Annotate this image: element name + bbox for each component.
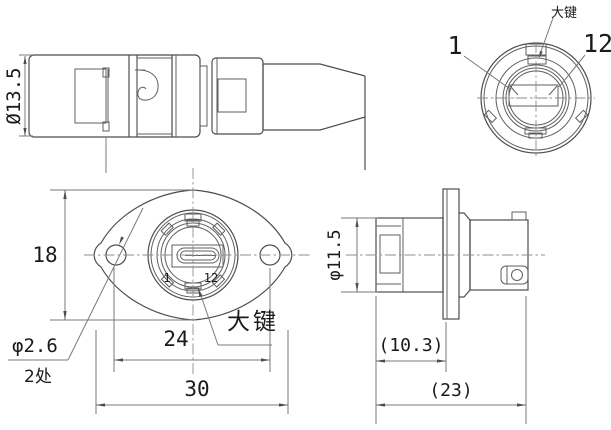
contact-12-mark: 12 xyxy=(204,271,218,285)
big-key-label-front: 大键 xyxy=(227,309,279,335)
plug-boot xyxy=(263,63,366,131)
side-screw xyxy=(511,269,523,281)
flange-plate-side xyxy=(442,188,460,320)
plug-side-view: Ø13.5 xyxy=(3,54,366,173)
contact-12-callout: 12 xyxy=(583,29,611,58)
hole-spacing-dim-text: 24 xyxy=(163,327,188,351)
height-dim-text: 18 xyxy=(32,243,57,267)
big-key-label-top: 大键 xyxy=(551,6,577,21)
receptacle-front-view: 1 12 18 24 30 xyxy=(8,168,312,414)
mount-hole-dia-text: φ2.6 xyxy=(12,335,58,357)
big-key-callout-front: 大键 xyxy=(198,288,279,346)
mount-hole-callout: φ2.6 2处 xyxy=(8,207,144,387)
receptacle-dia-text: φ11.5 xyxy=(325,229,345,280)
receptacle-slot xyxy=(171,244,224,268)
height-dimension: 18 xyxy=(32,189,197,321)
receptacle-side-view: φ11.5 (10.3) (23) xyxy=(325,188,545,424)
plug-body-outline xyxy=(28,54,201,138)
contact-1-callout: 1 xyxy=(447,31,462,60)
front-length-dimension: (10.3) xyxy=(375,296,447,424)
width-dim-text: 30 xyxy=(184,377,209,401)
plug-face-view: 1 12 大键 xyxy=(447,6,611,156)
rear-top-tab xyxy=(511,211,527,221)
plug-backnut xyxy=(211,57,264,135)
receptacle-dia-dimension: φ11.5 xyxy=(325,217,378,293)
plug-diameter-label: Ø13.5 xyxy=(3,67,25,124)
plug-face-callouts: 1 12 大键 xyxy=(447,6,611,90)
overall-length-dimension: (23) xyxy=(376,296,527,424)
plug-neck xyxy=(199,65,208,127)
side-screw-housing xyxy=(500,265,529,285)
front-length-text: (10.3) xyxy=(378,335,443,356)
plug-inner-sleeve xyxy=(74,68,107,124)
contact-1-mark: 1 xyxy=(163,271,170,285)
bayonet-slot xyxy=(137,69,159,101)
contact-slot xyxy=(508,84,559,107)
mount-hole-qty-text: 2处 xyxy=(24,367,52,387)
plug-diameter-dimension: Ø13.5 xyxy=(3,54,33,137)
width-dimension: 30 xyxy=(95,330,289,414)
overall-length-text: (23) xyxy=(429,380,472,401)
hole-spacing-dimension: 24 xyxy=(113,268,271,372)
